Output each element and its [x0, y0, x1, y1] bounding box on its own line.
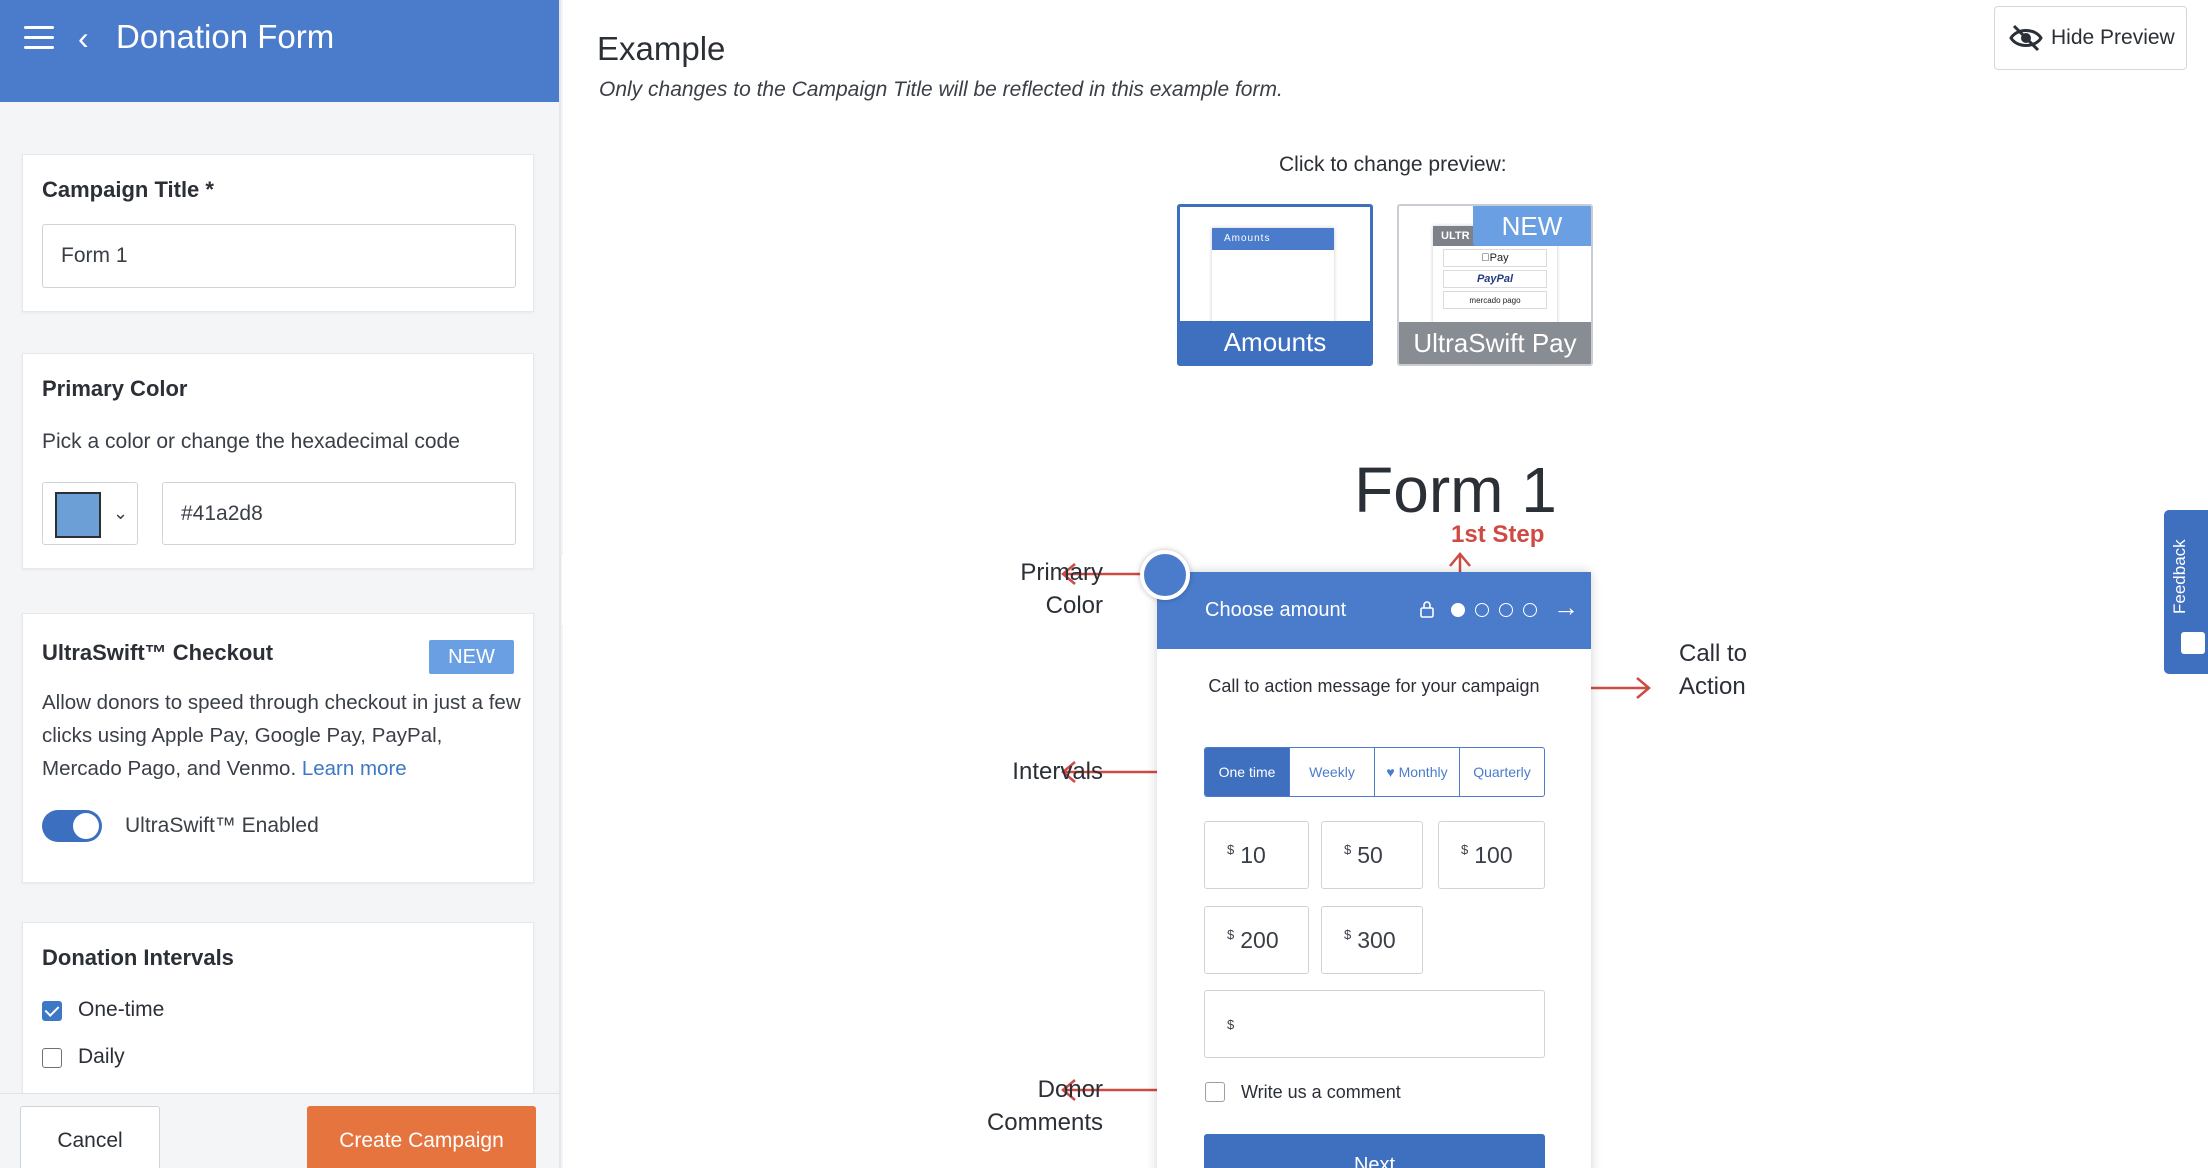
interval-weekly[interactable]: Weekly: [1289, 748, 1374, 796]
preview-panel: Example Only changes to the Campaign Tit…: [563, 0, 2208, 1168]
eye-off-icon: [2009, 24, 2043, 52]
comment-label: Write us a comment: [1241, 1082, 1401, 1102]
hide-preview-label: Hide Preview: [2051, 26, 2175, 49]
form-header: Choose amount →: [1157, 572, 1591, 649]
page-title: Donation Form: [116, 18, 335, 55]
call-to-action-message: Call to action message for your campaign: [1208, 676, 1540, 696]
ultraswift-preview-thumbnail[interactable]: ULTR Pay PayPal mercado pago NEW UltraS…: [1397, 204, 1593, 366]
new-tag: NEW: [1473, 206, 1591, 246]
amounts-thumb-caption: Amounts: [1180, 321, 1370, 363]
donation-form-preview: Choose amount → Call to action message f…: [1157, 572, 1591, 1168]
ultraswift-description: Allow donors to speed through checkout i…: [42, 691, 521, 780]
interval-one-time[interactable]: One time: [1205, 748, 1289, 796]
next-button[interactable]: Next: [1204, 1134, 1545, 1168]
campaign-title-card: Campaign Title * Form 1: [22, 154, 534, 312]
primary-color-label: Primary Color: [42, 376, 188, 401]
menu-icon[interactable]: [24, 26, 54, 50]
amount-option[interactable]: $200: [1204, 906, 1309, 974]
hide-preview-button[interactable]: Hide Preview: [1994, 6, 2187, 70]
step-dot-3: [1499, 603, 1513, 617]
daily-label: Daily: [78, 1045, 125, 1068]
campaign-title-input[interactable]: Form 1: [42, 224, 516, 288]
lock-icon: [1420, 601, 1434, 618]
color-swatch: [55, 492, 101, 538]
hex-color-input[interactable]: #41a2d8: [162, 482, 516, 545]
back-chevron-icon[interactable]: ‹: [78, 20, 89, 56]
action-bar: Cancel Create Campaign: [0, 1093, 559, 1168]
annotation-intervals: Intervals: [1012, 758, 1103, 785]
step-dot-4: [1523, 603, 1537, 617]
paypal-icon: PayPal: [1443, 270, 1547, 288]
choose-amount-title: Choose amount: [1205, 599, 1347, 621]
annotation-first-step: 1st Step: [1451, 521, 1545, 548]
panel-header: ‹ Donation Form: [0, 0, 559, 102]
new-badge: NEW: [429, 640, 514, 674]
one-time-label: One-time: [78, 998, 165, 1021]
one-time-checkbox[interactable]: [42, 1001, 62, 1021]
amount-option[interactable]: $10: [1204, 821, 1309, 889]
ultraswift-toggle[interactable]: [42, 810, 102, 842]
thumb-amounts-bar: Amounts: [1212, 228, 1334, 250]
interval-monthly[interactable]: ♥ Monthly: [1374, 748, 1459, 796]
step-dot-1: [1451, 603, 1465, 617]
amounts-preview-thumbnail[interactable]: Amounts Amounts: [1177, 204, 1373, 366]
amount-option[interactable]: $50: [1321, 821, 1423, 889]
preview-subtitle: Only changes to the Campaign Title will …: [599, 78, 1283, 101]
preview-title: Example: [597, 30, 726, 67]
step-dot-2: [1475, 603, 1489, 617]
cancel-button[interactable]: Cancel: [20, 1106, 160, 1168]
feedback-label: Feedback: [2170, 539, 2189, 614]
ultraswift-label: UltraSwift™ Checkout: [42, 640, 274, 665]
custom-amount-input[interactable]: $: [1204, 990, 1545, 1058]
learn-more-link[interactable]: Learn more: [301, 757, 407, 780]
daily-checkbox[interactable]: [42, 1048, 62, 1068]
chevron-down-icon: ⌄: [113, 503, 129, 523]
primary-color-hint: Pick a color or change the hexadecimal c…: [42, 430, 460, 453]
interval-selector: One time Weekly ♥ Monthly Quarterly: [1204, 747, 1545, 797]
smiley-icon: [2181, 632, 2205, 654]
primary-color-indicator: [1140, 550, 1190, 600]
donation-intervals-label: Donation Intervals: [42, 945, 234, 970]
amount-option[interactable]: $100: [1438, 821, 1545, 889]
ultraswift-thumb-caption: UltraSwift Pay: [1399, 322, 1591, 364]
feedback-tab[interactable]: Feedback: [2164, 510, 2208, 674]
ultraswift-card: UltraSwift™ Checkout NEW Allow donors to…: [22, 613, 534, 883]
interval-quarterly[interactable]: Quarterly: [1459, 748, 1544, 796]
form-title: Form 1: [1354, 454, 1557, 526]
campaign-title-label: Campaign Title *: [42, 177, 214, 202]
ultraswift-toggle-label: UltraSwift™ Enabled: [125, 814, 319, 837]
change-preview-label: Click to change preview:: [1279, 153, 1507, 176]
amount-option[interactable]: $300: [1321, 906, 1423, 974]
arrow-right-icon[interactable]: →: [1553, 592, 1579, 622]
mercado-pago-icon: mercado pago: [1443, 291, 1547, 309]
settings-panel: ‹ Donation Form Campaign Title * Form 1 …: [0, 0, 561, 1168]
create-campaign-button[interactable]: Create Campaign: [307, 1106, 536, 1168]
primary-color-card: Primary Color Pick a color or change the…: [22, 353, 534, 569]
comment-checkbox[interactable]: [1205, 1082, 1225, 1102]
color-picker-dropdown[interactable]: ⌄: [42, 482, 138, 545]
apple-pay-icon: Pay: [1443, 249, 1547, 267]
